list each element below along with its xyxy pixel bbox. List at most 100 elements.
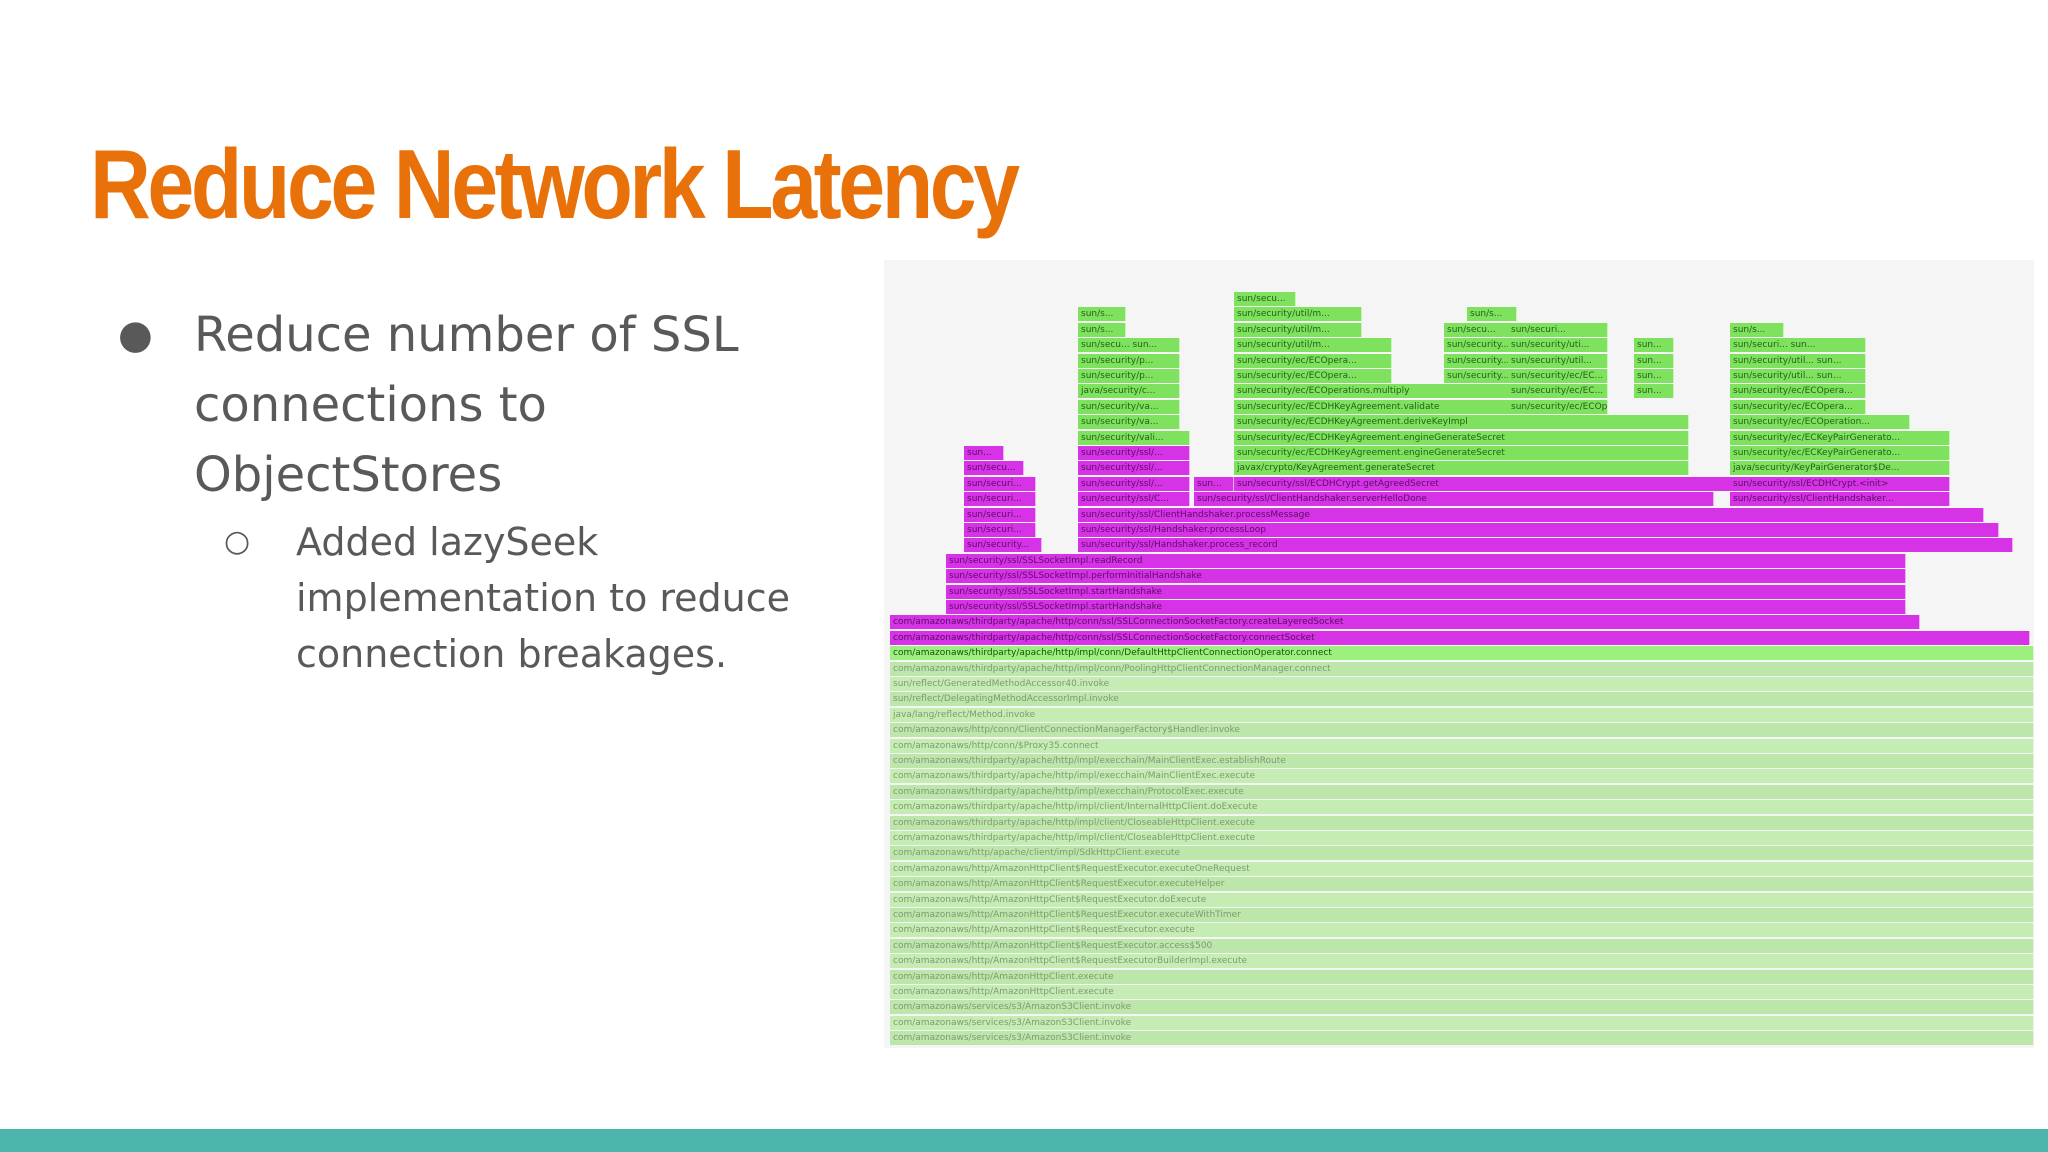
flame-frame: sun/securi... — [964, 507, 1036, 522]
flame-frame: com/amazonaws/http/AmazonHttpClient$Requ… — [890, 877, 2034, 892]
flame-frame: sun/security/ssl/ECDHCrypt.getAgreedSecr… — [1234, 476, 1742, 491]
flame-frame: sun/security/ssl/ECDHCrypt.<init> — [1730, 476, 1950, 491]
flame-frame: sun/s... — [1730, 322, 1784, 337]
flame-frame: sun/security/ssl/Handshaker.processLoop — [1078, 523, 1999, 537]
sub-bullet-circle-icon: ○ — [224, 524, 251, 559]
flame-frame: com/amazonaws/http/AmazonHttpClient$Requ… — [890, 892, 2034, 907]
flame-frame: com/amazonaws/http/AmazonHttpClient.exec… — [890, 969, 2034, 984]
flame-frame: sun... — [1634, 369, 1674, 383]
flame-frame: sun/security/p... — [1078, 353, 1180, 368]
flame-frame: sun/s... — [1078, 307, 1126, 322]
flame-frame: com/amazonaws/http/conn/ClientConnection… — [890, 723, 2034, 738]
footer-accent-bar — [0, 1129, 2048, 1152]
flame-frame: com/amazonaws/thirdparty/apache/http/imp… — [890, 800, 2034, 815]
slide-title: Reduce Network Latency — [90, 129, 1020, 239]
flame-frame: sun/s... — [1467, 307, 1517, 322]
flame-frame: com/amazonaws/thirdparty/apache/http/imp… — [890, 646, 2034, 661]
flame-frame: sun/security/ssl/SSLSocketImpl.readRecor… — [946, 553, 1906, 568]
flame-frame: sun/security/ec/EC... — [1508, 384, 1608, 399]
flame-frame: sun/security/ec/ECOpera... — [1730, 384, 1866, 399]
flame-frame: com/amazonaws/thirdparty/apache/http/con… — [890, 630, 2030, 645]
flame-frame: sun/security/ssl/Handshaker.process_reco… — [1078, 538, 2013, 553]
flame-frame: sun/security/va... — [1078, 399, 1180, 414]
flame-frame: sun/security/ssl/ClientHandshaker.proces… — [1078, 507, 1984, 522]
flame-frame: sun/reflect/DelegatingMethodAccessorImpl… — [890, 692, 2034, 707]
flame-frame: sun/security/ec/ECOpera... — [1234, 369, 1392, 383]
flame-frame: com/amazonaws/thirdparty/apache/http/imp… — [890, 815, 2034, 830]
flame-frame: sun/securi... — [1508, 322, 1608, 337]
flame-frame: com/amazonaws/thirdparty/apache/http/imp… — [890, 754, 2034, 768]
bullet-text: Reduce number of SSL connections to Obje… — [194, 307, 739, 503]
flame-frame: sun/security/util/m... — [1234, 322, 1362, 337]
flame-frame: sun/security/ssl/... — [1078, 446, 1190, 460]
flame-frame: sun/security/ssl/... — [1078, 476, 1190, 491]
flame-frame: sun/secu... — [964, 461, 1024, 476]
flame-frame: sun/security/uti... — [1508, 338, 1608, 353]
flame-frame: java/security/c... — [1078, 384, 1180, 399]
flame-frame: sun/security... — [1444, 338, 1510, 353]
flame-frame: com/amazonaws/http/apache/client/impl/Sd… — [890, 846, 2034, 861]
flame-frame: java/lang/reflect/Method.invoke — [890, 707, 2034, 722]
flame-frame: com/amazonaws/services/s3/AmazonS3Client… — [890, 1031, 2034, 1046]
flame-frame: sun/secu... — [1234, 292, 1296, 306]
bullet-list: ● Reduce number of SSL connections to Ob… — [118, 300, 858, 682]
flame-frame: sun/security/p... — [1078, 369, 1180, 383]
flame-frame: sun/security/ec/ECOpera... — [1730, 399, 1866, 414]
flame-frame: com/amazonaws/thirdparty/apache/http/con… — [890, 615, 1920, 630]
flame-frame: com/amazonaws/thirdparty/apache/http/imp… — [890, 769, 2034, 784]
flame-frame: sun/security/ec/ECDHKeyAgreement.deriveK… — [1234, 415, 1689, 430]
flame-frame: sun/securi... — [964, 523, 1036, 537]
flame-frame: sun/security... — [1444, 369, 1510, 383]
flame-frame: sun/security/ssl/ClientHandshaker... — [1730, 492, 1950, 507]
flame-frame: sun/security/ssl/... — [1078, 461, 1190, 476]
sub-bullet-text: Added lazySeek implementation to reduce … — [296, 520, 791, 676]
flame-frame: sun/security/ec/ECOpera... — [1234, 353, 1392, 368]
flame-frame: sun/security/ec/ECDHKeyAgreement.engineG… — [1234, 430, 1689, 445]
flame-frame: com/amazonaws/http/conn/$Proxy35.connect — [890, 738, 2034, 753]
flame-frame: com/amazonaws/services/s3/AmazonS3Client… — [890, 1015, 2034, 1030]
flame-frame: sun/security/ec/ECKeyPairGenerato... — [1730, 446, 1950, 460]
flame-frame: sun/securi... sun... — [1730, 338, 1866, 353]
flame-frame: sun... — [1194, 476, 1234, 491]
flame-frame: sun/security/ssl/SSLSocketImpl.startHand… — [946, 600, 1906, 614]
flame-frame: sun/security/ssl/SSLSocketImpl.startHand… — [946, 584, 1906, 599]
flame-frame: sun/security/util/m... — [1234, 307, 1362, 322]
bullet-item: ● Reduce number of SSL connections to Ob… — [118, 300, 858, 510]
flame-frame: sun/security/vali... — [1078, 430, 1190, 445]
flame-frame: com/amazonaws/http/AmazonHttpClient.exec… — [890, 985, 2034, 999]
flame-frame: sun/secu... sun... — [1078, 338, 1180, 353]
flame-frame: sun/security... — [964, 538, 1042, 553]
flame-frame: com/amazonaws/http/AmazonHttpClient$Requ… — [890, 938, 2034, 953]
flame-frame: com/amazonaws/http/AmazonHttpClient$Requ… — [890, 923, 2034, 938]
flame-frame: sun/security/ec/ECOperation... — [1730, 415, 1910, 430]
flame-frame: javax/crypto/KeyAgreement.generateSecret — [1234, 461, 1689, 476]
flame-frame: sun/s... — [1078, 322, 1126, 337]
flame-frame: sun/security/ec/ECOperations.multiply — [1234, 384, 1534, 399]
flame-frame: sun... — [964, 446, 1004, 460]
flame-frame: sun/security/ssl/ClientHandshaker.server… — [1194, 492, 1714, 507]
flame-frame: sun... — [1634, 338, 1674, 353]
flame-frame: com/amazonaws/http/AmazonHttpClient$Requ… — [890, 908, 2034, 922]
flame-frame: sun/security/ec/ECOperat... — [1508, 399, 1608, 414]
flame-frame: sun/security/ssl/C... — [1078, 492, 1190, 507]
flame-frame: java/security/KeyPairGenerator$De... — [1730, 461, 1950, 476]
flame-frame: sun/security/util/m... — [1234, 338, 1392, 353]
bullet-dot-icon: ● — [118, 312, 153, 358]
flame-frame: sun/security/ec/ECKeyPairGenerato... — [1730, 430, 1950, 445]
flame-frame: com/amazonaws/http/AmazonHttpClient$Requ… — [890, 861, 2034, 876]
flame-frame: com/amazonaws/http/AmazonHttpClient$Requ… — [890, 954, 2034, 969]
sub-bullet-item: ○ Added lazySeek implementation to reduc… — [118, 514, 858, 682]
flame-frame: sun... — [1634, 353, 1674, 368]
flame-frame: com/amazonaws/thirdparty/apache/http/imp… — [890, 784, 2034, 799]
flame-graph-image: sun/secu...sun/s...sun/security/util/m..… — [884, 260, 2034, 1048]
flame-frame: sun/security/util... sun... — [1730, 353, 1866, 368]
flame-frame: sun/security/ssl/SSLSocketImpl.performIn… — [946, 569, 1906, 584]
flame-frame: sun... — [1634, 384, 1674, 399]
flame-frame: sun/secu... — [1444, 322, 1510, 337]
flame-frame: com/amazonaws/services/s3/AmazonS3Client… — [890, 1000, 2034, 1015]
flame-frame: sun/security/ec/EC... — [1508, 369, 1608, 383]
flame-frame: sun/security... — [1444, 353, 1510, 368]
flame-frame: sun/security/va... — [1078, 415, 1180, 430]
flame-frame: com/amazonaws/thirdparty/apache/http/imp… — [890, 661, 2034, 676]
flame-frame: sun/security/util... — [1508, 353, 1608, 368]
